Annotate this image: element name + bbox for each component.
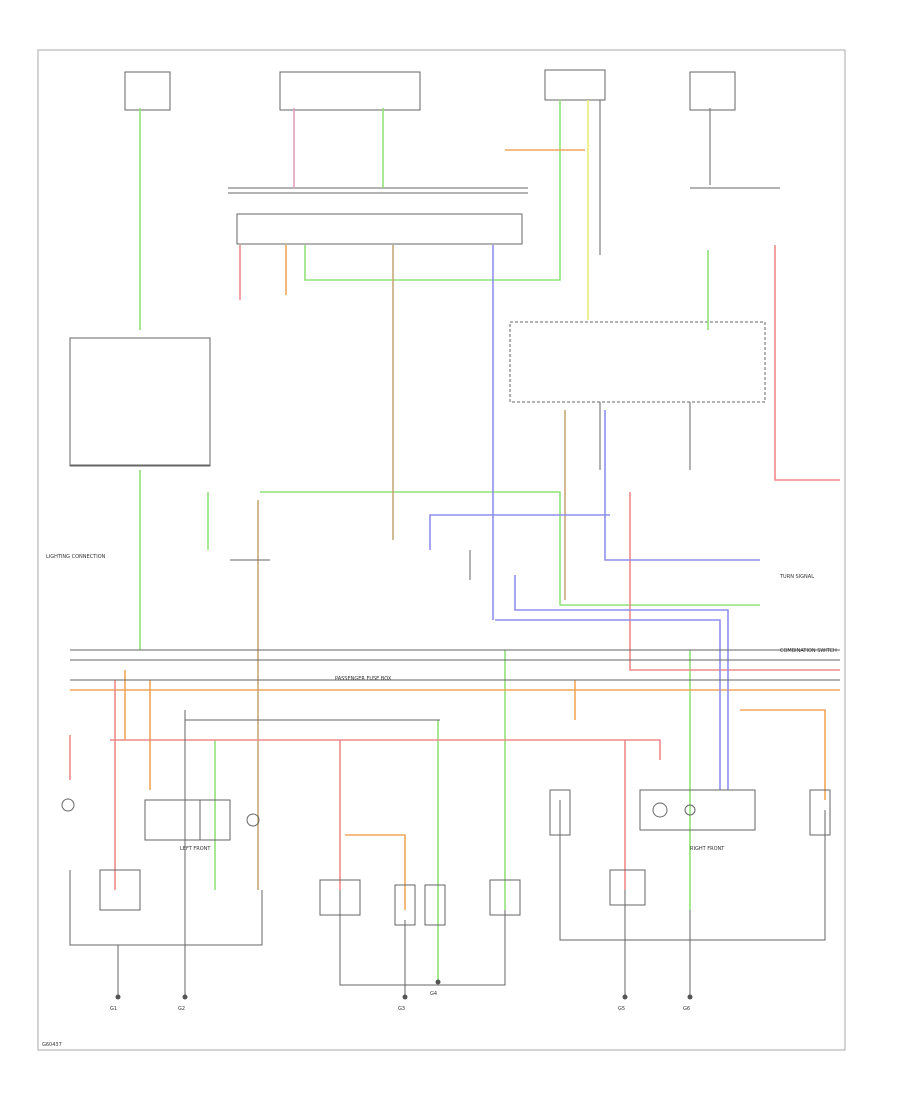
orange-wires [70,149,840,910]
ground-symbols [115,979,693,1000]
ground-label-f: G6 [683,1006,690,1012]
connector-right-label: TURN SIGNAL [779,574,814,580]
right-front-label: RIGHT FRONT [690,846,725,852]
components [61,789,831,926]
blue-wires [429,245,760,790]
left-switch-module [69,337,211,467]
bus-label: PASSENGER FUSE BOX [335,676,392,682]
connector-left-label: LIGHTING CONNECTION [46,554,106,560]
ground-label-d: G4 [430,991,437,997]
tan-wires [257,245,566,890]
ground-label-a: G1 [110,1006,117,1012]
connector-mid-label: COMBINATION SWITCH [780,648,837,654]
main-bus [228,187,780,403]
black-wires [69,100,840,995]
footer-code: G60437 [42,1042,62,1048]
ground-label-b: G2 [178,1006,185,1012]
top-fuse-blocks [124,69,736,111]
ground-label-e: G5 [618,1006,625,1012]
ground-label-c: G3 [398,1006,405,1012]
green-wires [139,100,760,980]
diagram-frame [37,49,846,1051]
left-front-label: LEFT FRONT [180,846,211,852]
red-wires [69,245,840,890]
